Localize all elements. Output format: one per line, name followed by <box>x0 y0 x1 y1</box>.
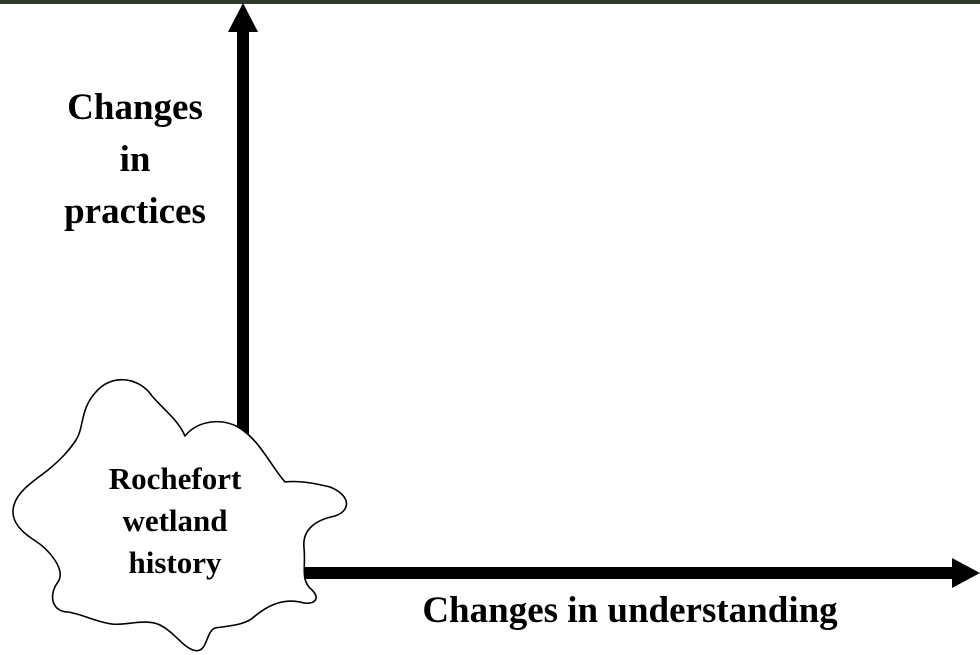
x-axis-label: Changes in understanding <box>422 590 838 631</box>
origin-label-line-2: wetland <box>122 503 228 538</box>
y-axis-label: Changes in practices <box>40 82 230 238</box>
origin-cloud-shape <box>12 378 348 652</box>
origin-label-line-3: history <box>128 545 222 580</box>
top-edge-band <box>0 0 980 4</box>
y-axis-label-line-1: Changes <box>67 87 203 128</box>
x-axis-arrowhead <box>952 558 980 588</box>
y-axis-label-line-2: in <box>119 139 151 180</box>
origin-label-line-1: Rochefort <box>108 461 242 496</box>
y-axis-label-line-3: practices <box>64 191 206 232</box>
origin-label: Rochefort wetland history <box>70 458 280 584</box>
y-axis-arrowhead <box>228 3 258 32</box>
